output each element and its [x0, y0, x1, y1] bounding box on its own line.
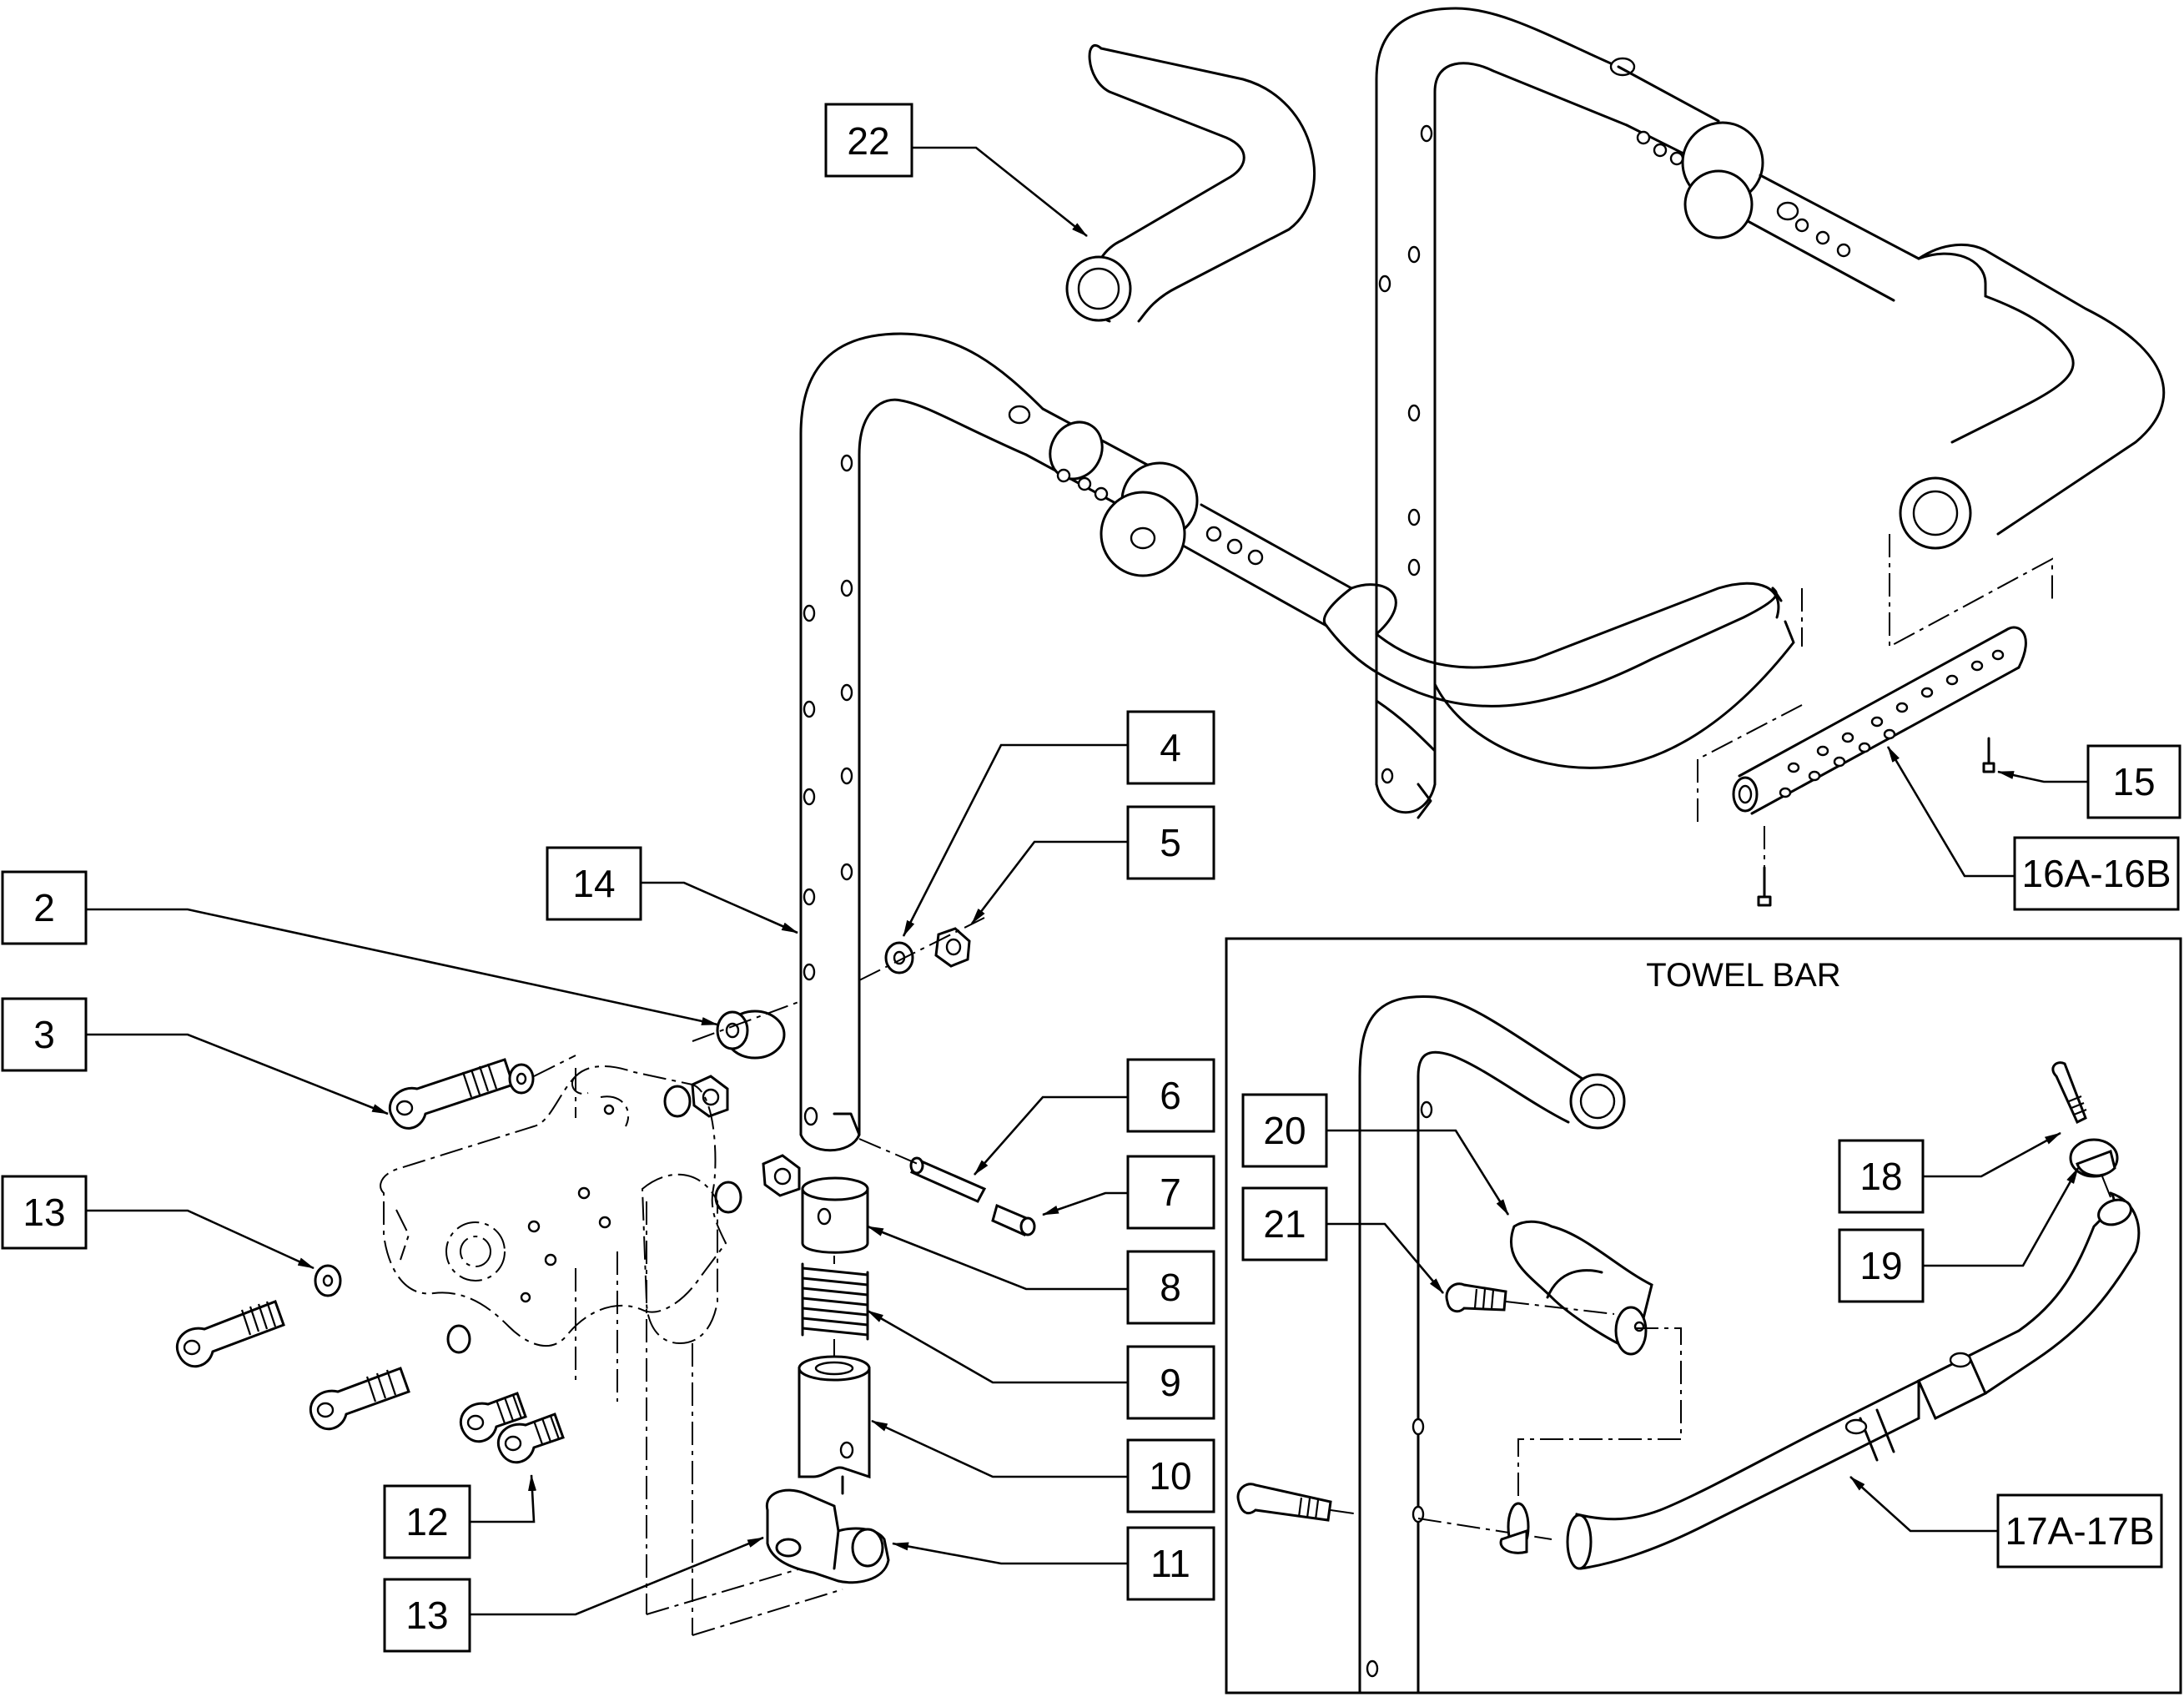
svg-text:14: 14: [572, 862, 615, 905]
mounting-bracket-plate: [380, 1065, 843, 1636]
callout-18: 18: [1838, 1139, 1925, 1214]
towel-bar-title: TOWEL BAR: [1646, 957, 1840, 994]
svg-text:20: 20: [1263, 1109, 1306, 1152]
push-handle-grip-part-22: [1065, 44, 1316, 323]
compression-spring-part-9: [801, 1262, 869, 1341]
callout-2: 2: [1, 870, 88, 945]
callout-13-bottom: 13: [383, 1578, 471, 1653]
callout-19: 19: [1838, 1228, 1925, 1303]
svg-text:22: 22: [847, 119, 889, 163]
svg-text:8: 8: [1160, 1266, 1181, 1309]
svg-text:13: 13: [23, 1191, 65, 1234]
bolts-washers-nuts: [175, 917, 985, 1464]
callout-16a-16b: 16A-16B: [2013, 836, 2180, 911]
svg-text:12: 12: [405, 1500, 448, 1543]
towel-bar-section: TOWEL BAR: [1225, 937, 2182, 1694]
svg-text:3: 3: [33, 1013, 55, 1056]
svg-text:7: 7: [1160, 1171, 1181, 1214]
svg-text:11: 11: [1150, 1542, 1190, 1585]
callout-21: 21: [1241, 1186, 1328, 1261]
callout-10: 10: [1126, 1438, 1215, 1513]
svg-text:10: 10: [1149, 1454, 1191, 1498]
svg-text:6: 6: [1160, 1074, 1181, 1117]
svg-text:5: 5: [1160, 821, 1181, 864]
callout-22: 22: [824, 103, 913, 178]
svg-text:9: 9: [1160, 1361, 1181, 1404]
callout-11: 11: [1126, 1526, 1215, 1601]
svg-text:13: 13: [405, 1594, 448, 1637]
svg-text:21: 21: [1263, 1202, 1306, 1246]
callout-15: 15: [2086, 744, 2181, 819]
callout-14: 14: [546, 846, 642, 921]
svg-text:4: 4: [1160, 726, 1181, 769]
towel-bar-frame: [1225, 937, 2182, 1694]
callout-7: 7: [1126, 1155, 1215, 1230]
latch-assembly-parts-6-11: [765, 1138, 1036, 1584]
svg-text:16A-16B: 16A-16B: [2021, 852, 2171, 895]
svg-text:2: 2: [33, 886, 55, 929]
callout-8: 8: [1126, 1250, 1215, 1325]
svg-text:18: 18: [1859, 1155, 1902, 1198]
callout-20: 20: [1241, 1093, 1328, 1168]
callout-4: 4: [1126, 710, 1215, 785]
callout-13-top: 13: [1, 1175, 88, 1250]
armrest-frame-opposite-side: [1375, 7, 2166, 819]
armrest-frame-part-14: [799, 332, 1783, 1152]
callout-3: 3: [1, 997, 88, 1072]
callout-5: 5: [1126, 805, 1215, 880]
svg-text:17A-17B: 17A-17B: [2005, 1509, 2154, 1553]
leader-lines: [86, 146, 2088, 1616]
svg-text:19: 19: [1859, 1244, 1902, 1287]
callout-9: 9: [1126, 1345, 1215, 1420]
svg-text:15: 15: [2112, 760, 2155, 803]
callout-6: 6: [1126, 1058, 1215, 1133]
callout-17a-17b: 17A-17B: [1996, 1493, 2163, 1569]
callout-12: 12: [383, 1484, 471, 1559]
tube-extension-part-16: [1697, 534, 2053, 907]
